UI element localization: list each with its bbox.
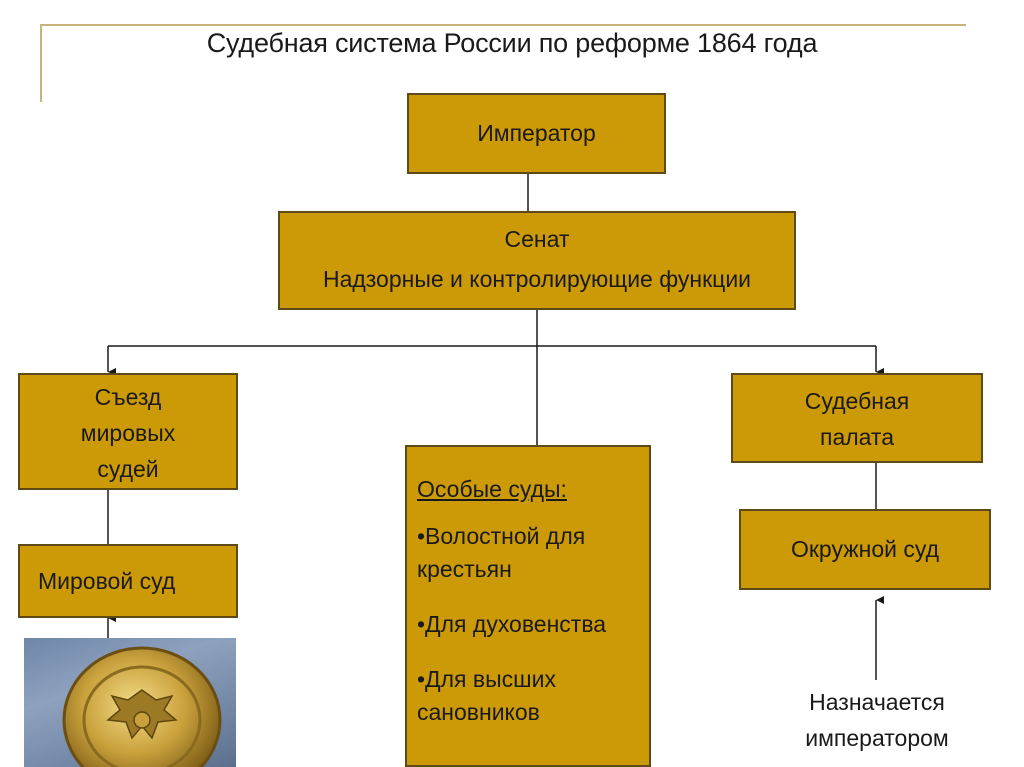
congress-line-3: судей (97, 456, 159, 482)
special-item-1-line-2: крестьян (417, 556, 512, 582)
chamber-line-1: Судебная (804, 388, 910, 414)
frame-top-line (40, 24, 966, 26)
special-item-1-line-1: •Волостной для (417, 523, 586, 549)
special-courts-box: Особые суды: •Волостной для крестьян •Дл… (405, 445, 651, 767)
note-line-2: императором (805, 725, 949, 751)
senate-box: Сенат Надзорные и контролирующие функции (278, 211, 796, 310)
congress-box: Съезд мировых судей (18, 373, 238, 490)
gold-seal-icon (24, 638, 236, 767)
judicial-chamber-box: Судебная палата (731, 373, 983, 463)
peace-court-label: Мировой суд (38, 568, 176, 594)
congress-line-1: Съезд (94, 384, 162, 410)
special-item-3-line-2: сановников (417, 699, 540, 725)
diagram-title: Судебная система России по реформе 1864 … (206, 28, 818, 58)
peace-court-box: Мировой суд (18, 544, 238, 618)
appointment-note: Назначается императором (752, 684, 1002, 756)
district-court-label: Окружной суд (790, 536, 940, 562)
special-item-3-line-1: •Для высших (417, 666, 556, 692)
frame-left-line (40, 24, 42, 102)
note-line-1: Назначается (809, 689, 945, 715)
special-courts-heading: Особые суды: (417, 476, 567, 502)
emperor-label: Император (477, 120, 596, 146)
senate-label: Сенат (504, 226, 570, 252)
congress-line-2: мировых (80, 420, 176, 446)
special-item-2-line-1: •Для духовенства (417, 611, 607, 637)
chamber-line-2: палата (819, 424, 895, 450)
emperor-box: Император (407, 93, 666, 174)
senate-functions: Надзорные и контролирующие функции (322, 266, 752, 292)
district-court-box: Окружной суд (739, 509, 991, 590)
